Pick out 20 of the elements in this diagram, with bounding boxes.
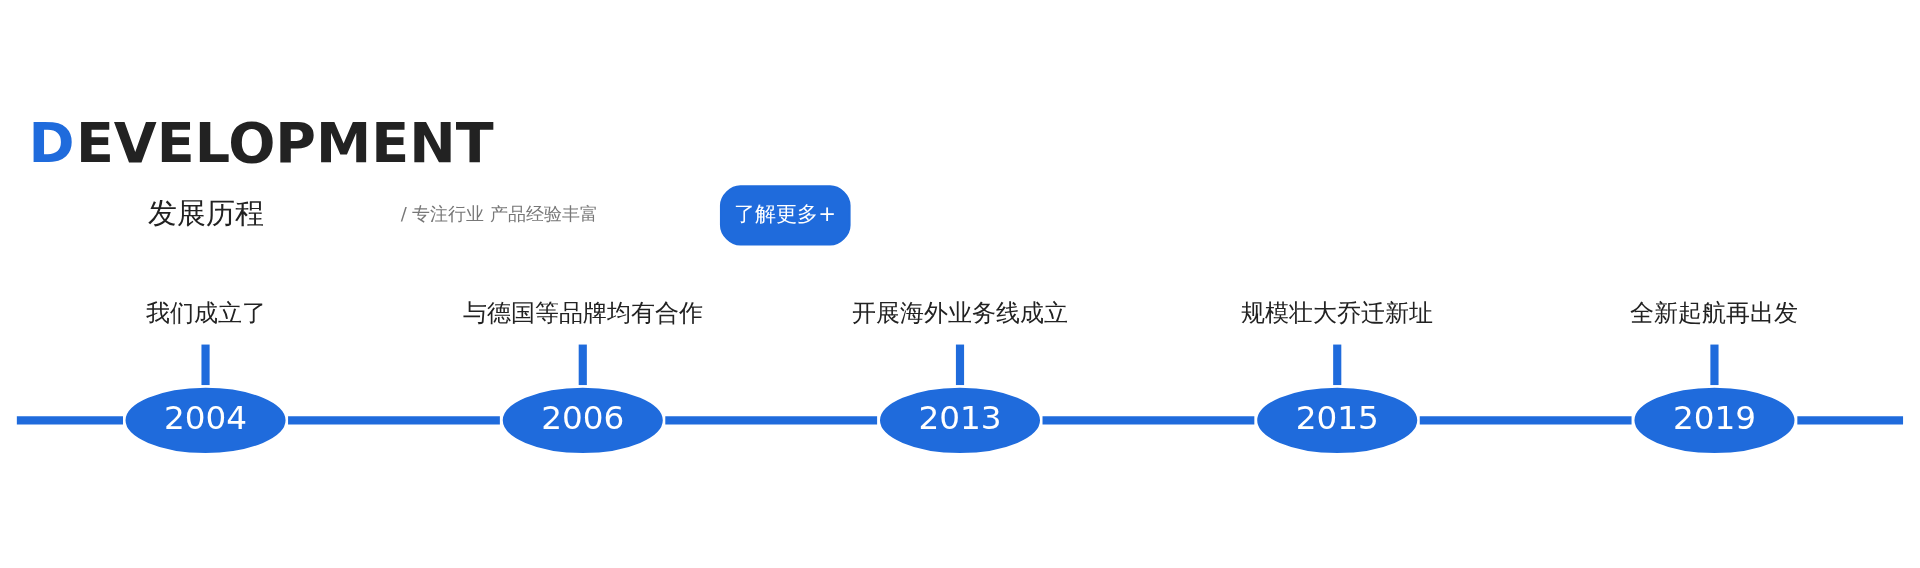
connector [955,344,965,386]
label: 发展历程 [147,195,264,230]
node-text: 与德国等品牌均有合作 [462,297,703,327]
connector [578,344,587,386]
connector [665,416,878,425]
connector [1797,416,1904,425]
connector [201,344,210,386]
connector [1710,344,1719,386]
connector [1042,416,1255,425]
connector [1419,416,1632,425]
connector [288,416,500,425]
node-text: 全新起航再出发 [1630,297,1799,327]
node-box: 了解更多+ [719,185,851,246]
label: / 专注行业 产品经验丰富 [400,202,599,224]
connector [1333,344,1342,386]
node-text: 开展海外业务线成立 [852,297,1068,327]
diagram-title: DEVELOPMENT [28,109,494,175]
node-text: 我们成立了 [145,297,266,327]
connector [16,416,123,425]
node-text: 规模壮大乔迁新址 [1241,297,1434,327]
